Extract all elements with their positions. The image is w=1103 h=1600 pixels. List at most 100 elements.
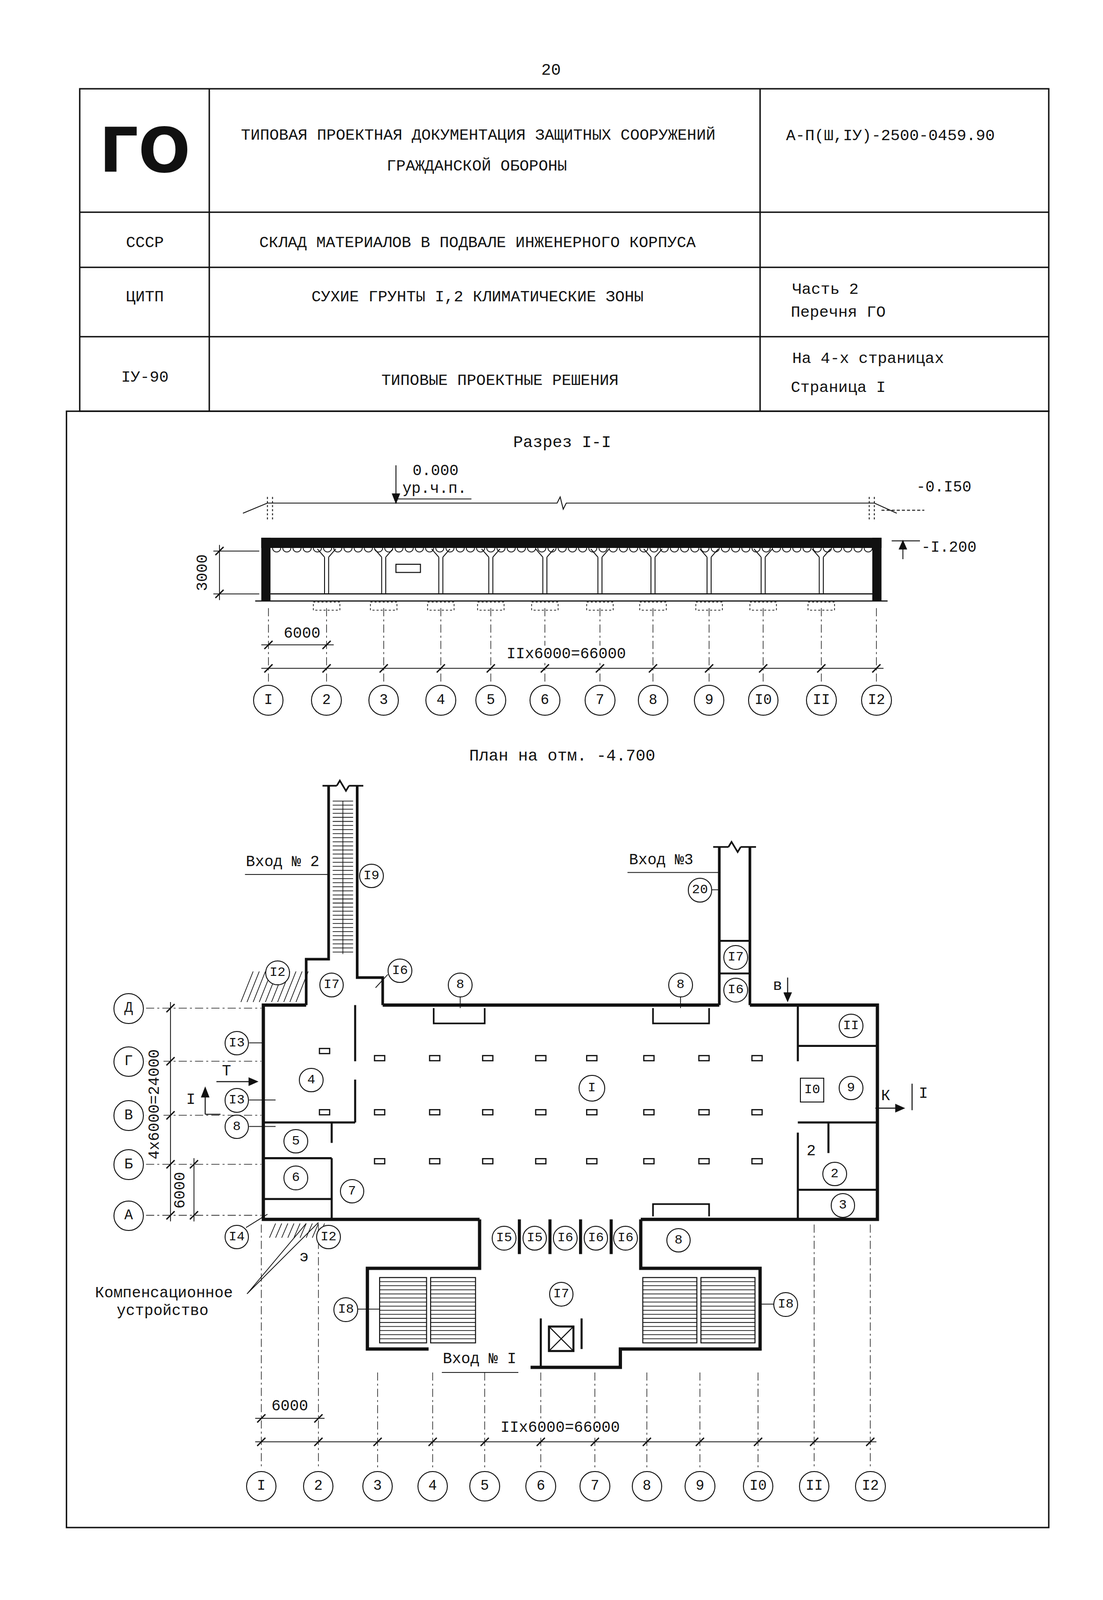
column: [706, 557, 708, 594]
slab-rib: [527, 547, 536, 552]
hatch: [296, 970, 309, 1002]
stair-hatch: [430, 1280, 476, 1282]
plan-walls: [367, 1218, 761, 1367]
sheet-frame: [208, 88, 211, 411]
section-mark: [248, 1077, 257, 1085]
slab-rib: [802, 547, 811, 552]
axis-bubble: I0: [742, 1470, 774, 1502]
axis-bubble-text: 9: [704, 692, 714, 708]
section-structure: [261, 537, 882, 548]
slab-rib: [466, 547, 475, 552]
callout-number-text: I7: [323, 977, 340, 991]
sheet-frame: [79, 211, 1049, 213]
dimension-tick: [264, 664, 273, 672]
callout-number: I6: [613, 1225, 638, 1250]
dimension-line: [170, 544, 884, 1442]
axis-bubble-text: 2: [322, 692, 331, 708]
column: [535, 1109, 546, 1115]
slab-rib: [762, 547, 771, 552]
plan-walls: [549, 1326, 574, 1351]
stair-hatch: [642, 1337, 697, 1339]
dimension-line: [261, 644, 334, 646]
column: [751, 1055, 763, 1061]
dimension: 6000: [282, 624, 322, 643]
axis-bubble: 3: [362, 1470, 394, 1502]
section-ground: [272, 496, 274, 522]
axis-bubble: I2: [855, 1470, 886, 1502]
stair-hatch: [379, 1293, 427, 1294]
callout-number-text: 5: [291, 1134, 300, 1148]
column: [319, 1047, 330, 1054]
dimension-tick: [166, 1210, 175, 1219]
dimension-tick: [649, 664, 658, 672]
section-structure: [872, 537, 882, 601]
dimension-text: 4x6000=24000: [146, 1047, 164, 1161]
hatch: [253, 970, 266, 1002]
slab-rib: [772, 547, 781, 552]
callout-number: I: [578, 1074, 606, 1102]
mark-letter: э: [297, 1248, 311, 1266]
stair-hatch: [642, 1297, 697, 1299]
plan-walls: [719, 846, 750, 1005]
column: [751, 1109, 763, 1115]
stamp-text-text: ТИПОВЫЕ ПРОЕКТНЫЕ РЕШЕНИЯ: [380, 371, 621, 390]
axis-line: [261, 1223, 262, 1469]
section-mark-text: I: [184, 1091, 198, 1109]
column-capital: [590, 548, 609, 557]
slab-rib: [619, 547, 628, 552]
column: [374, 1158, 385, 1164]
elevation: -I.200: [919, 539, 978, 558]
slab-rib: [721, 547, 730, 552]
column: [442, 557, 444, 594]
section-ground: [868, 496, 870, 522]
sheet-frame: [79, 266, 1049, 269]
column: [542, 557, 544, 594]
slab-rib: [599, 547, 608, 552]
mark-letter-text: Т: [220, 1062, 233, 1080]
dimension-tick: [595, 664, 604, 672]
slab-rib: [415, 547, 424, 552]
callout-number-text: I6: [617, 1230, 634, 1245]
dimension-line: [169, 1001, 171, 1222]
dimension-line: [261, 667, 884, 669]
callout-number: I5: [522, 1225, 547, 1250]
dimension-text: 6000: [269, 1397, 310, 1415]
callout-number: 8: [668, 972, 693, 997]
plan-walls: [549, 1326, 574, 1351]
callout-number-text: I8: [777, 1297, 794, 1311]
stair-hatch: [430, 1300, 476, 1302]
column-capital: [754, 548, 773, 557]
stair-hatch: [379, 1309, 427, 1311]
column: [482, 1158, 494, 1164]
axis-bubble: А: [113, 1200, 145, 1231]
axis-bubble-text: 7: [590, 1478, 600, 1493]
column: [764, 557, 766, 594]
section-mark: I: [184, 1091, 198, 1110]
callout-number: II: [838, 1013, 863, 1038]
axis-line: [763, 608, 764, 684]
slab-rib: [292, 547, 301, 552]
axis-line: [146, 1007, 262, 1008]
elevation-text: -0.I50: [914, 479, 973, 497]
axis-bubble-text: 3: [373, 1478, 382, 1493]
dimension-tick: [322, 664, 331, 672]
axis-bubble: I: [253, 684, 284, 716]
slab-rib: [364, 547, 373, 552]
axis-bubble: 7: [584, 684, 616, 716]
stair-hatch: [379, 1329, 427, 1331]
callout-number: I0: [799, 1077, 825, 1102]
column: [710, 557, 712, 594]
dimension-tick: [536, 1437, 545, 1446]
axis-bubble: Д: [113, 992, 145, 1024]
stair-hatch: [700, 1313, 756, 1315]
stair-hatch: [430, 1305, 476, 1307]
stair-hatch: [379, 1280, 427, 1282]
slab-rib: [608, 547, 617, 552]
axis-line: [699, 1371, 700, 1470]
stair-hatch: [700, 1329, 756, 1331]
dimension-text: IIx6000=66000: [499, 1418, 622, 1436]
hatch: [281, 1223, 288, 1238]
axis-line: [383, 608, 384, 684]
column: [699, 1055, 710, 1061]
dimension-tick: [436, 664, 445, 672]
